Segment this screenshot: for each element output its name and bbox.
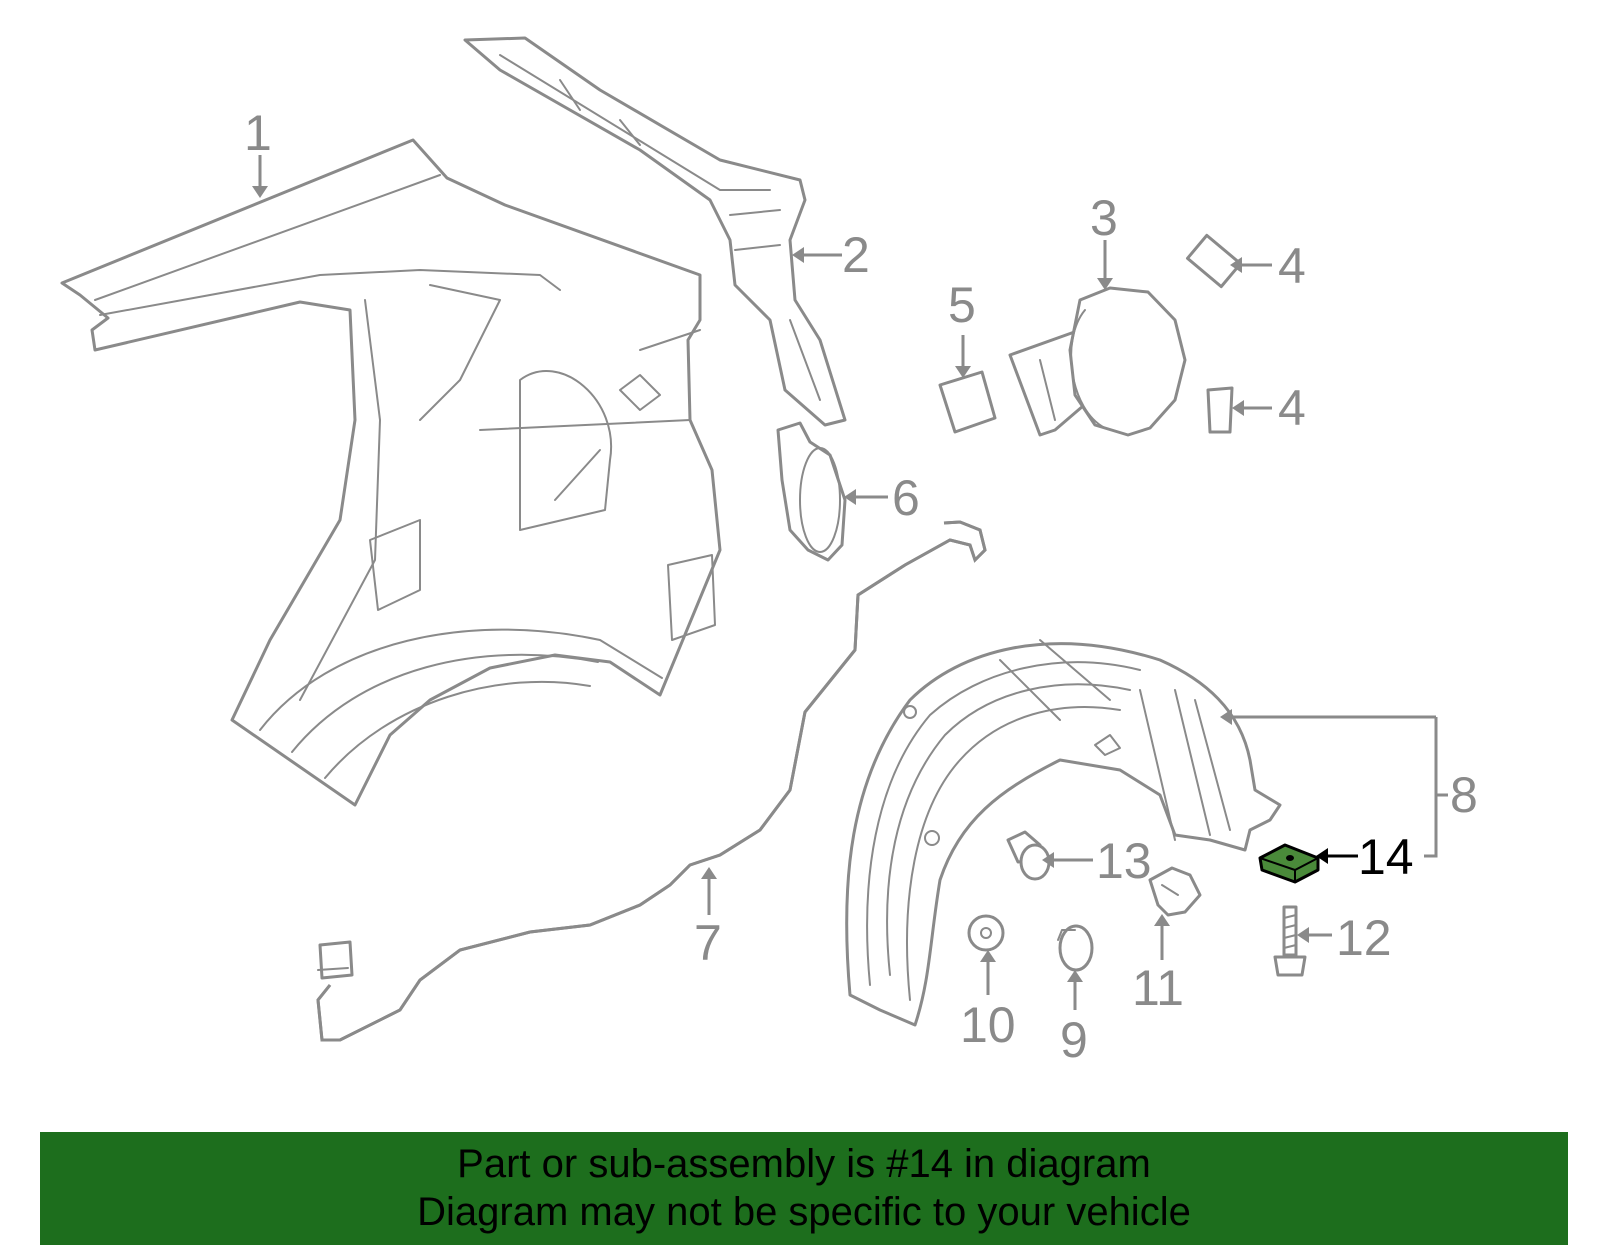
part-5-label	[938, 370, 997, 434]
callout-1: 1	[244, 105, 272, 161]
callout-14-highlighted: 14	[1358, 829, 1414, 885]
parts-diagram: 1 2 3 4 4 5 6 7 8 9 10 11 12 13 14	[60, 36, 1478, 1068]
callout-12: 12	[1336, 910, 1392, 966]
part-4-pad-upper	[1186, 233, 1242, 289]
part-2-pillar	[463, 36, 847, 427]
callout-4-lower: 4	[1278, 380, 1306, 436]
part-6-filler-housing	[776, 421, 847, 562]
banner-line-disclaimer: Diagram may not be specific to your vehi…	[417, 1190, 1191, 1234]
part-10-washer	[967, 914, 1005, 952]
callout-10: 10	[960, 997, 1016, 1053]
part-9-grommet	[1057, 924, 1094, 972]
leader-lines	[252, 155, 1448, 1010]
part-13-push-clip	[1006, 830, 1051, 881]
callout-2: 2	[842, 227, 870, 283]
info-banner: Part or sub-assembly is #14 in diagram D…	[40, 1132, 1568, 1245]
callout-3: 3	[1090, 190, 1118, 246]
part-4-pad-lower	[1206, 386, 1234, 434]
callout-7: 7	[694, 915, 722, 971]
callout-6: 6	[892, 470, 920, 526]
callout-8: 8	[1450, 767, 1478, 823]
callout-9: 9	[1060, 1012, 1088, 1068]
part-1-quarter-panel	[60, 138, 722, 807]
part-14-nut-highlighted	[1258, 843, 1320, 884]
part-7-cable	[316, 520, 987, 1042]
callout-5: 5	[948, 277, 976, 333]
banner-line-part-number: Part or sub-assembly is #14 in diagram	[457, 1142, 1151, 1186]
part-12-bolt	[1273, 905, 1307, 977]
callout-4-upper: 4	[1278, 238, 1306, 294]
callout-13: 13	[1096, 833, 1152, 889]
part-3-fuel-door	[1008, 286, 1187, 437]
part-8-fender-liner	[845, 639, 1282, 1027]
part-11-clip	[1148, 866, 1202, 917]
callout-11: 11	[1132, 960, 1184, 1016]
